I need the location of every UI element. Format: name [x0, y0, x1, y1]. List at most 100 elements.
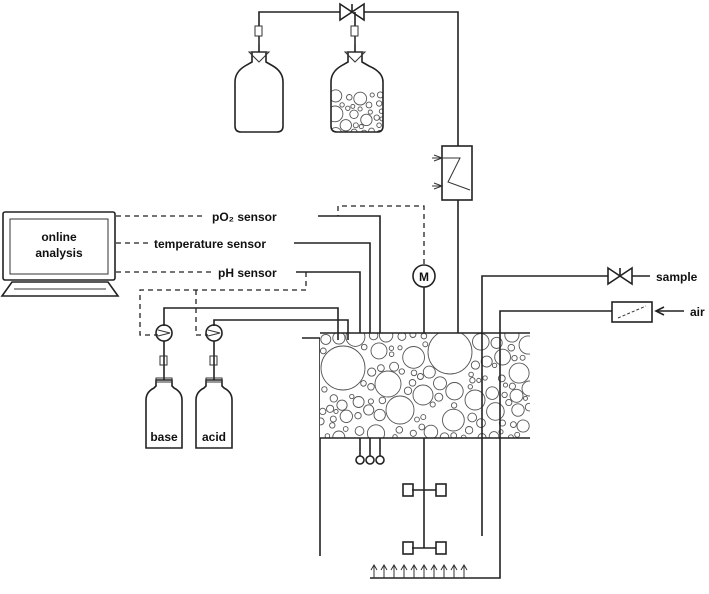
bubble	[332, 430, 346, 438]
bubble	[488, 431, 500, 438]
bubble	[450, 432, 458, 438]
bubble	[352, 396, 365, 408]
bubble	[486, 402, 505, 421]
air-label: air	[690, 305, 705, 319]
bubble	[373, 408, 386, 422]
bubble	[360, 129, 368, 132]
bubble	[422, 341, 429, 348]
bubble	[354, 412, 362, 420]
bubble	[429, 401, 436, 408]
bubble	[418, 423, 426, 431]
bubble	[414, 416, 420, 423]
online-analysis-label-line1: online	[41, 230, 77, 244]
bubble	[378, 333, 394, 343]
bubble	[350, 128, 358, 132]
bubble	[388, 351, 395, 357]
bubble	[511, 354, 518, 362]
reservoir-bottle-right	[330, 25, 384, 133]
bubble	[470, 360, 480, 370]
bubble	[339, 119, 352, 132]
sparger-arrowhead	[430, 564, 438, 571]
bubble	[367, 398, 374, 405]
bubble	[467, 412, 478, 423]
sample-label: sample	[656, 270, 698, 284]
bubble	[329, 422, 336, 429]
bubble	[389, 361, 400, 372]
packed-bed	[320, 332, 530, 439]
bubble	[349, 393, 355, 400]
bubble	[397, 333, 407, 341]
computer-signal-lines	[116, 215, 214, 273]
bubble	[376, 122, 382, 128]
air-line	[370, 301, 684, 579]
bubble	[349, 109, 359, 119]
sparger-arrowhead	[380, 564, 388, 571]
reactor-vessel	[302, 337, 321, 556]
bubble	[518, 335, 530, 355]
bubble	[320, 333, 332, 345]
bubble	[350, 103, 356, 109]
bubble	[450, 402, 458, 409]
bubble	[331, 89, 343, 103]
bubble	[502, 382, 509, 388]
bubble	[354, 426, 365, 436]
bubble	[374, 370, 402, 398]
motor-label: M	[419, 270, 429, 284]
bubble	[420, 333, 428, 340]
bubble	[353, 91, 368, 106]
bubble	[367, 109, 373, 115]
reservoir-bottle-left	[234, 25, 284, 133]
sample-line	[481, 266, 650, 536]
bubble	[345, 333, 366, 347]
bubble	[373, 114, 380, 121]
bubble	[402, 346, 425, 369]
temperature-sensor-label: temperature sensor	[154, 237, 266, 251]
bubble	[342, 426, 349, 432]
bubble	[521, 380, 530, 397]
bubble	[420, 414, 427, 421]
bubble	[339, 102, 345, 108]
bubble	[388, 345, 395, 351]
base-label: base	[150, 430, 178, 444]
bubble	[329, 394, 338, 403]
bubble	[403, 386, 413, 395]
bubble	[524, 402, 530, 412]
bubble	[464, 389, 486, 411]
bubble	[494, 348, 511, 366]
bubble	[326, 404, 335, 413]
bubble	[408, 379, 417, 387]
sparger-arrowhead	[400, 564, 408, 571]
top-valve	[258, 2, 459, 146]
bubble	[360, 113, 373, 127]
bubble	[333, 408, 339, 415]
bubble	[509, 388, 524, 403]
condenser	[432, 145, 473, 336]
bubble	[427, 333, 473, 375]
bubble	[367, 383, 375, 391]
bubble	[510, 421, 517, 428]
bubble	[352, 122, 359, 129]
bubble	[320, 407, 327, 416]
bubble	[324, 433, 331, 438]
bubble	[516, 419, 530, 433]
bubble	[482, 375, 488, 381]
bubble	[358, 124, 364, 130]
sparger-arrowhead	[440, 564, 448, 571]
sparger-arrowhead	[420, 564, 428, 571]
bubble	[442, 408, 465, 432]
bubble	[433, 376, 447, 391]
bubble	[376, 91, 383, 99]
bubble	[410, 369, 418, 377]
bubble	[398, 368, 405, 375]
bubble	[360, 343, 368, 351]
acid-pump	[205, 324, 223, 380]
sparger-arrowhead	[390, 564, 398, 571]
online-analysis-label-line2: analysis	[35, 246, 83, 260]
computer-monitor	[0, 211, 120, 297]
bubble	[321, 386, 328, 393]
bubble	[422, 365, 436, 379]
sparger-arrowhead	[370, 564, 378, 571]
base-pump	[155, 324, 173, 380]
bubble	[329, 415, 337, 423]
bubble	[445, 382, 464, 401]
